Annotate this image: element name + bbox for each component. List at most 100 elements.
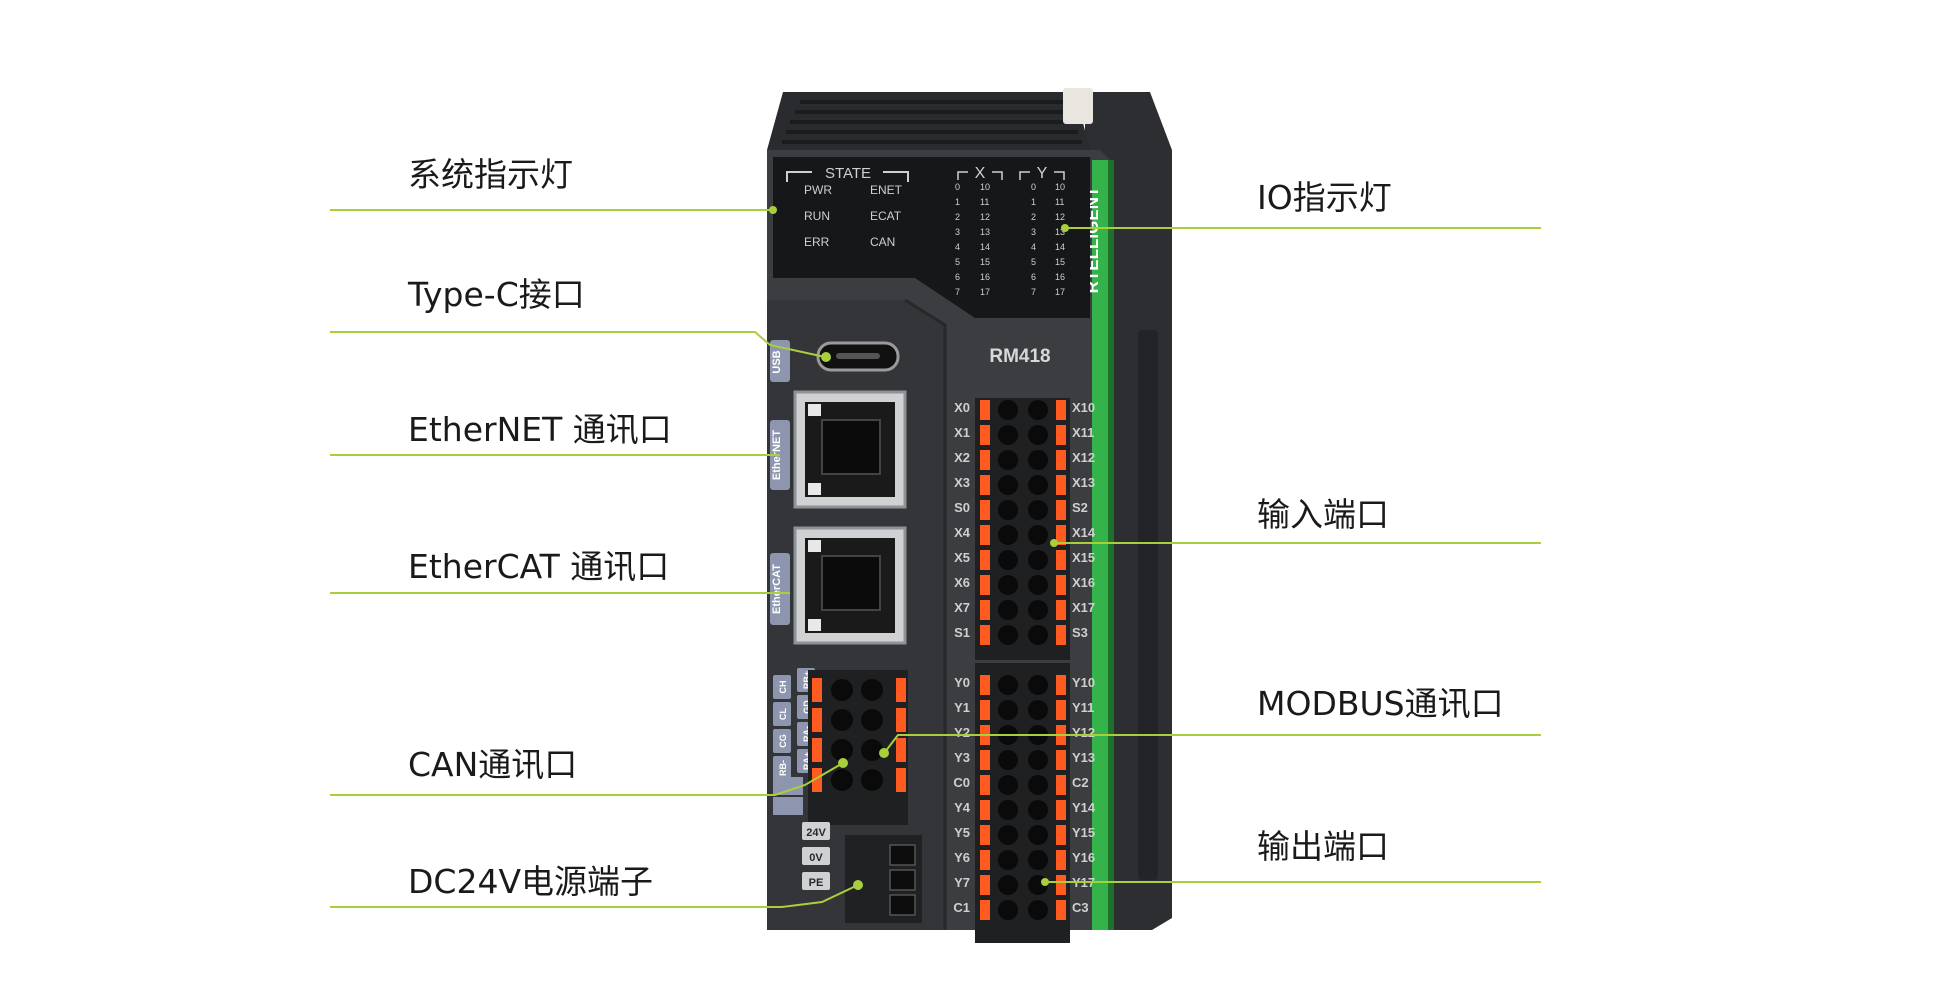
terminal-hole (1028, 575, 1048, 595)
io-led-number: 14 (1055, 242, 1065, 252)
io-label: X5 (954, 550, 970, 565)
usb-label: USB (771, 350, 783, 373)
power-label-tab (802, 872, 830, 890)
io-label: X17 (1072, 600, 1095, 615)
io-led-number: 7 (955, 287, 960, 297)
orange-lever (896, 708, 906, 732)
terminal-hole (998, 550, 1018, 570)
io-led-number: 1 (1031, 197, 1036, 207)
io-led-number: 12 (1055, 212, 1065, 222)
state-led-label: RUN (804, 209, 830, 223)
io-label: X11 (1072, 425, 1094, 440)
io-label: Y3 (954, 750, 970, 765)
io-label: Y4 (954, 800, 971, 815)
terminal-hole (1028, 700, 1048, 720)
terminal-hole (1028, 850, 1048, 870)
orange-lever (896, 678, 906, 702)
terminal-hole (861, 679, 883, 701)
terminal-hole (998, 600, 1018, 620)
terminal-hole (998, 775, 1018, 795)
io-led-number: 17 (1055, 287, 1065, 297)
label-output-port: 输出端口 (1257, 827, 1389, 866)
terminal-hole (1028, 800, 1048, 820)
terminal-hole (1028, 425, 1048, 445)
io-led-number: 3 (1031, 227, 1036, 237)
orange-lever (980, 850, 990, 870)
orange-lever (980, 825, 990, 845)
io-led-number: 6 (1031, 272, 1036, 282)
orange-lever (980, 625, 990, 645)
state-title: STATE (825, 165, 871, 182)
orange-lever (980, 875, 990, 895)
terminal-hole (1028, 775, 1048, 795)
io-label: Y16 (1072, 850, 1095, 865)
orange-lever (1056, 875, 1066, 895)
io-label: X6 (954, 575, 970, 590)
terminal-hole (861, 709, 883, 731)
io-label: Y15 (1072, 825, 1095, 840)
io-label: C3 (1072, 900, 1089, 915)
io-label: X0 (954, 400, 970, 415)
can-label: CH (778, 681, 788, 694)
can-label: CL (778, 708, 788, 720)
orange-lever (980, 450, 990, 470)
io-label: X2 (954, 450, 970, 465)
io-led-number: 7 (1031, 287, 1036, 297)
io-led-number: 12 (980, 212, 990, 222)
power-label: PE (809, 877, 824, 889)
output-terminal-block (975, 663, 1070, 943)
orange-lever (1056, 675, 1066, 695)
can-terminal-block (808, 670, 908, 825)
can-label-tab-blank (773, 797, 803, 815)
io-led-number: 13 (980, 227, 990, 237)
terminal-hole (1028, 675, 1048, 695)
ethercat-port-label: EtherCAT (771, 564, 783, 614)
io-led-number: 4 (955, 242, 960, 252)
io-label: C2 (1072, 775, 1089, 790)
orange-lever (980, 525, 990, 545)
orange-lever (980, 900, 990, 920)
can-label: CG (778, 734, 788, 748)
terminal-hole (1028, 625, 1048, 645)
ethernet-port (793, 390, 907, 509)
io-led-number: 10 (1055, 182, 1065, 192)
terminal-hole (998, 850, 1018, 870)
orange-lever (1056, 550, 1066, 570)
terminal-hole (998, 475, 1018, 495)
io-label: C1 (953, 900, 970, 915)
can-label-tab (773, 675, 791, 699)
io-label: C0 (953, 775, 970, 790)
terminal-hole (1028, 500, 1048, 520)
io-label: S2 (1072, 500, 1088, 515)
terminal-hole (998, 400, 1018, 420)
io-terminal-labels: X0X1X2X3S0X4X5X6X7S1X10X11X12X13S2X14X15… (953, 400, 1096, 915)
orange-lever (980, 600, 990, 620)
brand-strip (1092, 160, 1108, 930)
ethercat-port (793, 526, 907, 645)
io-led-number: 4 (1031, 242, 1036, 252)
io-label: Y14 (1072, 800, 1096, 815)
io-label: Y0 (954, 675, 970, 690)
terminal-hole (998, 500, 1018, 520)
power-label: 24V (806, 827, 826, 839)
terminal-hole (1028, 475, 1048, 495)
orange-lever (896, 768, 906, 792)
orange-lever (812, 768, 822, 792)
orange-lever (1056, 700, 1066, 720)
io-label: Y2 (954, 725, 970, 740)
io-led-numbers: 0123456710111213141516170123456710111213… (955, 182, 1065, 297)
orange-lever (812, 708, 822, 732)
can-label: RB- (778, 760, 788, 776)
power-label-tab (802, 822, 830, 840)
label-can: CAN通讯口 (408, 745, 578, 784)
terminal-hole (831, 739, 853, 761)
terminal-hole (1028, 825, 1048, 845)
can-label-tab (773, 729, 791, 753)
io-led-number: 2 (1031, 212, 1036, 222)
io-led-number: 6 (955, 272, 960, 282)
terminal-hole (831, 679, 853, 701)
terminal-hole (998, 625, 1018, 645)
state-led-label: ERR (804, 235, 830, 249)
io-label: X15 (1072, 550, 1095, 565)
